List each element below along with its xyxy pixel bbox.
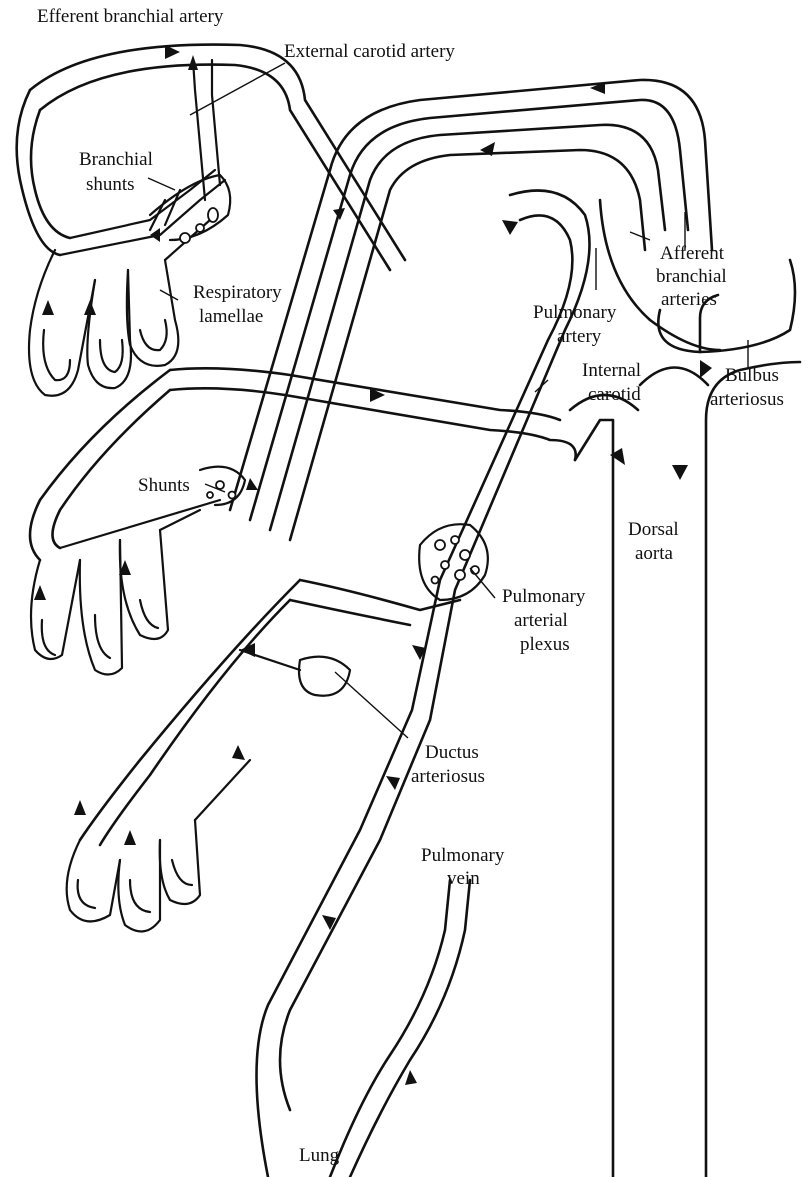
label-plexus-line2: arterial xyxy=(514,610,568,631)
label-branchial-shunts-line2: shunts xyxy=(86,174,135,195)
label-bulbus-line2: arteriosus xyxy=(710,389,784,410)
label-plexus-line1: Pulmonary xyxy=(502,586,586,607)
arrow-external-carotid xyxy=(188,55,198,70)
label-internal-carotid-line1: Internal xyxy=(582,360,641,381)
arrow-pulm-artery-1 xyxy=(502,220,518,235)
label-afferent-line2: branchial xyxy=(656,266,727,287)
arrow-bulbus xyxy=(700,360,712,378)
arrow-efferent-down xyxy=(333,208,345,220)
label-efferent-branchial-artery: Efferent branchial artery xyxy=(37,6,224,27)
flow-arrows xyxy=(34,45,712,1085)
arrow-pulm-artery-3 xyxy=(386,776,400,790)
arrow-shunt-1 xyxy=(150,228,160,242)
label-pulmonary-artery-line2: artery xyxy=(557,326,602,347)
arrow-aorta xyxy=(672,465,688,480)
arrow-lamellae-3 xyxy=(74,800,86,815)
ductus-arteriosus-vessel xyxy=(299,657,350,696)
label-ductus-line1: Ductus xyxy=(425,742,479,763)
pulmonary-vein xyxy=(330,880,470,1177)
label-respiratory-lamellae-line2: lamellae xyxy=(199,306,263,327)
dorsal-aorta xyxy=(570,362,800,1177)
gill-arch-3 xyxy=(67,580,460,931)
label-ductus-line2: arteriosus xyxy=(411,766,485,787)
label-branchial-shunts-line1: Branchial xyxy=(79,149,153,170)
arrow-pulm-vein xyxy=(405,1070,417,1085)
label-pulmonary-vein-line1: Pulmonary xyxy=(421,845,505,866)
label-lung: Lung xyxy=(299,1145,340,1166)
arrow-arch2-down xyxy=(246,478,258,490)
label-afferent-line1: Afferent xyxy=(660,243,725,264)
arrow-lamellae-3b xyxy=(124,830,136,845)
label-pulmonary-vein-line2: vein xyxy=(447,868,480,889)
label-shunts: Shunts xyxy=(138,475,190,496)
afferent-branchial-arteries xyxy=(230,80,720,540)
arrow-lamellae-1b xyxy=(84,300,96,315)
pulmonary-artery xyxy=(257,191,590,1177)
label-afferent-line3: arteries xyxy=(661,289,717,310)
label-dorsal-aorta-line2: aorta xyxy=(635,543,674,564)
label-internal-carotid-line2: carotid xyxy=(588,384,641,405)
label-external-carotid-artery: External carotid artery xyxy=(284,41,455,62)
labels: Efferent branchial artery External carot… xyxy=(37,6,784,1166)
label-respiratory-lamellae-line1: Respiratory xyxy=(193,282,282,303)
label-pulmonary-artery-line1: Pulmonary xyxy=(533,302,617,323)
arrow-lamellae-2 xyxy=(34,585,46,600)
label-plexus-line3: plexus xyxy=(520,634,570,655)
label-dorsal-aorta-line1: Dorsal xyxy=(628,519,679,540)
label-bulbus-line1: Bulbus xyxy=(725,365,779,386)
arrow-arch3-down xyxy=(232,745,245,760)
arrow-lamellae-1 xyxy=(42,300,54,315)
